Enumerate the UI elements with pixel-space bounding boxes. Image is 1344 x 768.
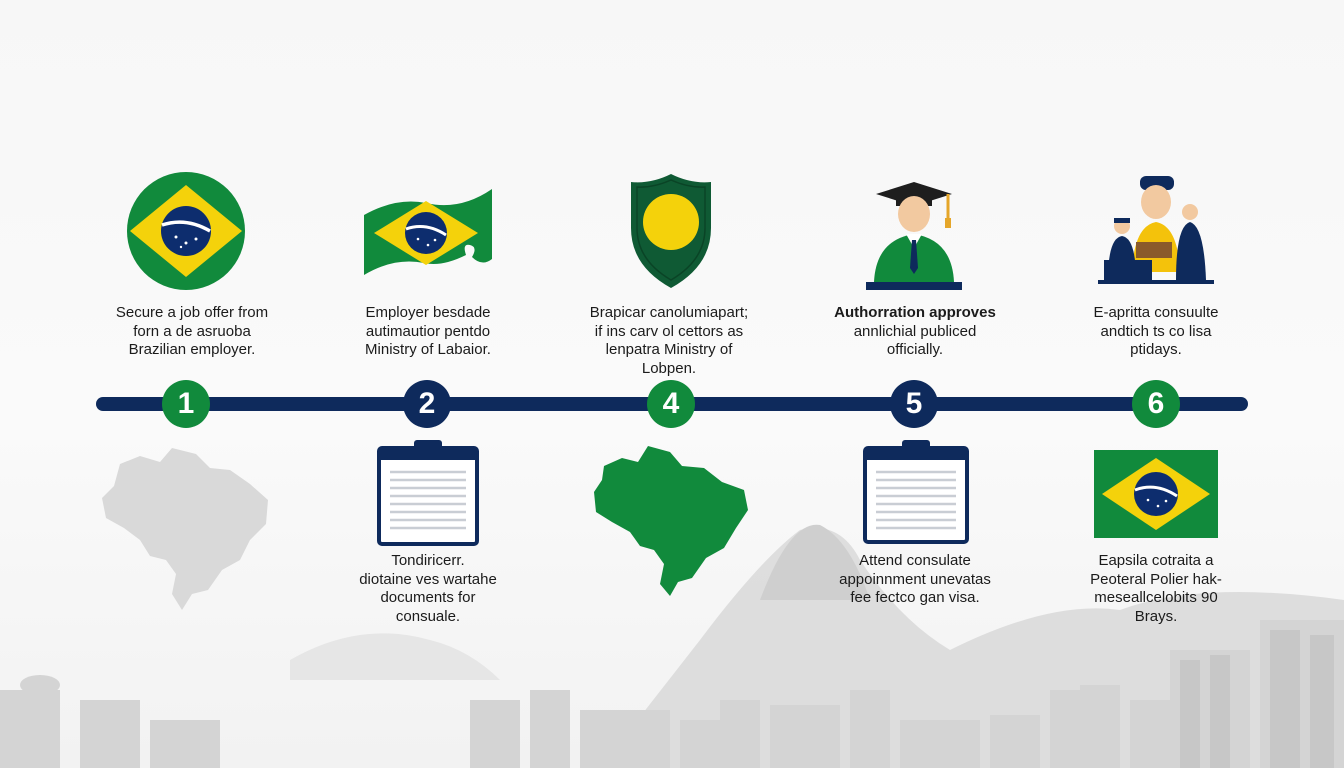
clipboard-icon	[863, 440, 969, 544]
shield-icon	[631, 174, 711, 288]
brazil-flag-wave-icon	[364, 189, 492, 275]
step-node-6: 6	[1132, 380, 1180, 428]
step-4-text: Brapicar canolumiapart;if ins carv ol ce…	[589, 304, 749, 377]
family-icon	[1098, 176, 1214, 284]
clipboard-icon	[377, 440, 479, 546]
step-node-5: 5	[890, 380, 938, 428]
step-node-1: 1	[162, 380, 210, 428]
graduate-icon	[866, 182, 962, 290]
brazil-flag-rect-icon	[1094, 450, 1218, 538]
step-node-4: 4	[647, 380, 695, 428]
brazil-map-green-icon	[594, 446, 748, 596]
brazil-flag-circle-icon	[127, 172, 245, 290]
step-node-2: 2	[403, 380, 451, 428]
brazil-map-grey-icon	[102, 448, 268, 610]
